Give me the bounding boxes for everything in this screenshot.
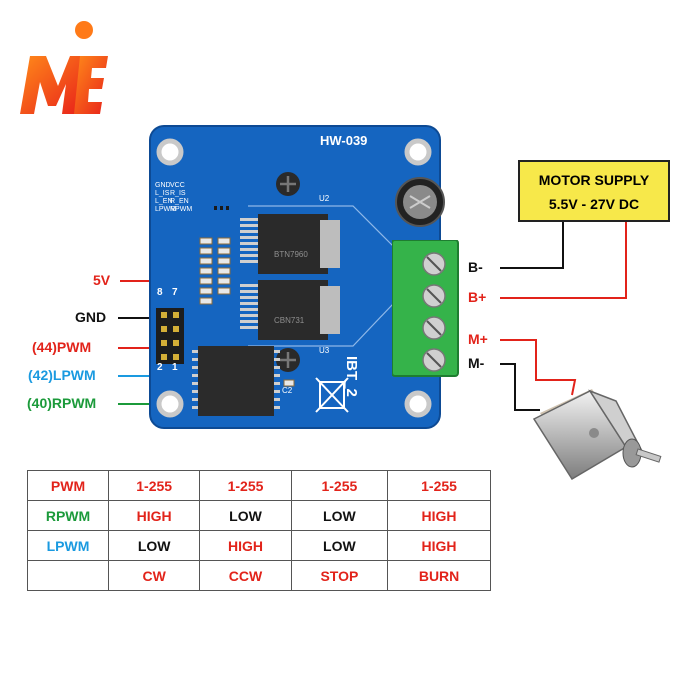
chip-mark-u2: U2 xyxy=(319,194,330,203)
logo-icon xyxy=(20,21,108,114)
table-cell: HIGH xyxy=(387,530,491,561)
table-cell: LOW xyxy=(290,500,389,531)
terminal-m-minus: M- xyxy=(468,355,485,371)
pin-5v-label: 5V xyxy=(93,272,111,288)
wire-m-minus xyxy=(500,363,540,411)
capacitor-icon xyxy=(395,177,445,227)
row-label: PWM xyxy=(27,470,109,501)
header-num-7: 7 xyxy=(172,287,178,298)
table-cell: 1-255 xyxy=(199,470,292,501)
table-cell: STOP xyxy=(290,560,389,591)
table-cell: 1-255 xyxy=(290,470,389,501)
table-cell: 1-255 xyxy=(107,470,201,501)
pin-gnd-label: GND xyxy=(75,309,107,325)
terminal-b-plus: B+ xyxy=(468,289,487,305)
terminal-m-plus: M+ xyxy=(468,331,488,347)
wire-b-plus xyxy=(500,222,627,299)
pin-pwm-label: (44)PWM xyxy=(32,339,92,355)
board-name: IBT_2 xyxy=(343,356,360,397)
terminal-block xyxy=(392,240,459,377)
row-label: RPWM xyxy=(27,500,109,531)
recycle-bin-icon xyxy=(315,377,349,413)
wire-m-plus xyxy=(500,339,577,396)
table-cell: LOW xyxy=(107,530,201,561)
motor-supply-box: MOTOR SUPPLY 5.5V - 27V DC xyxy=(518,160,670,222)
motor-driver-board xyxy=(149,125,445,429)
table-cell: HIGH xyxy=(387,500,491,531)
row-label xyxy=(27,560,109,591)
pin-labels-right: VCC R_IS R_EN RPWM xyxy=(170,182,193,213)
header-num-2: 2 xyxy=(157,362,163,373)
chip-text-1: BTN7960 xyxy=(274,250,308,259)
chip-mark-u3: U3 xyxy=(319,346,330,355)
table-cell: CCW xyxy=(199,560,292,591)
pin-rpwm-label: (40)RPWM xyxy=(27,395,97,411)
terminal-b-minus: B- xyxy=(468,259,483,275)
supply-line2: 5.5V - 27V DC xyxy=(548,196,640,212)
table-cell: LOW xyxy=(290,530,389,561)
supply-line1: MOTOR SUPPLY xyxy=(538,172,650,188)
header-num-8: 8 xyxy=(157,287,163,298)
table-cell: BURN xyxy=(387,560,491,591)
table-cell: CW xyxy=(107,560,201,591)
table-cell: HIGH xyxy=(199,530,292,561)
chip-c2: C2 xyxy=(282,386,293,395)
board-model: HW-039 xyxy=(320,133,368,148)
chip-text-2: CBN731 xyxy=(274,316,305,325)
table-cell: 1-255 xyxy=(387,470,491,501)
header-num-1: 1 xyxy=(172,362,178,373)
wire-b-minus xyxy=(500,222,564,269)
row-label: LPWM xyxy=(27,530,109,561)
pin-labels-left: GND L_IS L_EN LPWM xyxy=(155,182,176,213)
pin-lpwm-label: (42)LPWM xyxy=(28,367,96,383)
table-cell: HIGH xyxy=(107,500,201,531)
motor-icon xyxy=(532,389,662,481)
table-cell: LOW xyxy=(199,500,292,531)
